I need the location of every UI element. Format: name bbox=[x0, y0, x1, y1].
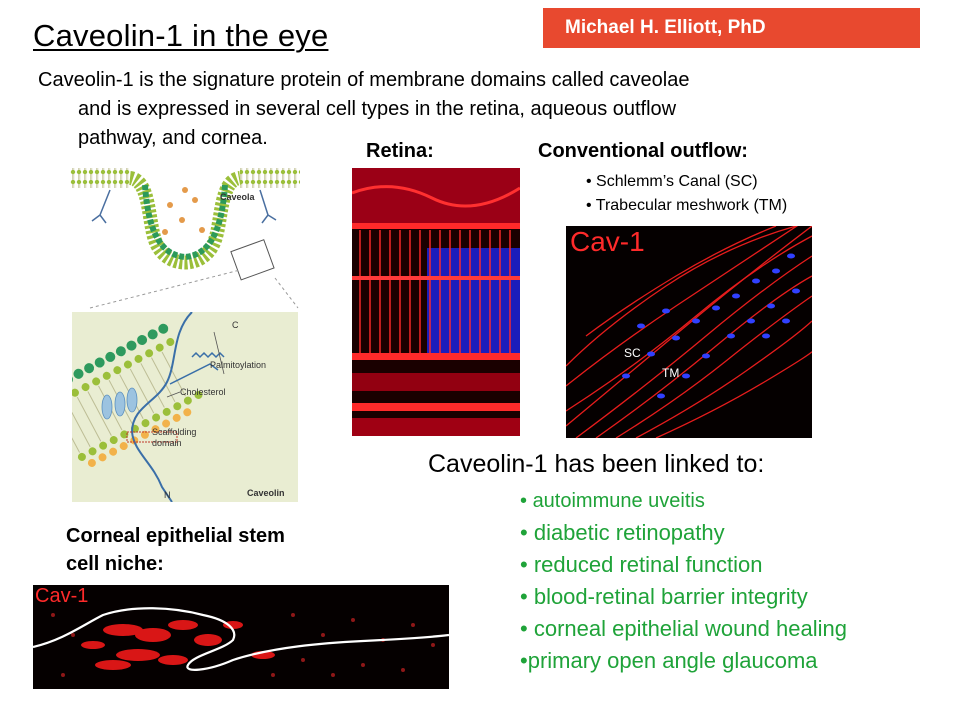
linked-list: • autoimmune uveitis • diabetic retinopa… bbox=[520, 485, 847, 677]
tm-label: TM bbox=[662, 366, 680, 380]
linked-item: • blood-retinal barrier integrity bbox=[520, 584, 808, 609]
linked-item: • reduced retinal function bbox=[520, 552, 763, 577]
sc-label: SC bbox=[624, 346, 641, 360]
caveolin-diagram: C Palmitoylation Cholesterol Scaffolding… bbox=[72, 312, 298, 502]
label-cholesterol: Cholesterol bbox=[180, 387, 226, 397]
tm-stain-label: Cav-1 bbox=[570, 226, 645, 257]
label-n: N bbox=[164, 490, 171, 500]
linked-item: • autoimmune uveitis bbox=[520, 490, 705, 512]
caveola-diagram: Caveola bbox=[70, 160, 300, 310]
corneal-label-line-2: cell niche: bbox=[66, 553, 164, 575]
linked-item: • diabetic retinopathy bbox=[520, 520, 725, 545]
label-scaffolding: Scaffolding domain bbox=[152, 427, 197, 448]
slide-title: Caveolin-1 in the eye bbox=[33, 18, 329, 53]
intro-line-3: pathway, and cornea. bbox=[78, 127, 268, 149]
retina-label: Retina: bbox=[366, 140, 434, 162]
linked-title: Caveolin-1 has been linked to: bbox=[428, 450, 765, 478]
label-caveolin: Caveolin bbox=[247, 488, 285, 498]
intro-line-1: Caveolin-1 is the signature protein of m… bbox=[38, 69, 690, 91]
retina-micrograph bbox=[352, 168, 520, 436]
label-c: C bbox=[232, 320, 239, 330]
caveola-label: Caveola bbox=[220, 192, 255, 202]
cornea-micrograph: Cav-1 bbox=[33, 585, 449, 689]
cornea-stain-label: Cav-1 bbox=[35, 585, 89, 607]
author-banner: Michael H. Elliott, PhD bbox=[543, 8, 920, 48]
corneal-label-line-1: Corneal epithelial stem bbox=[66, 525, 285, 547]
linked-item: •primary open angle glaucoma bbox=[520, 648, 818, 673]
outflow-micrograph: Cav-1 SC TM bbox=[566, 226, 812, 438]
linked-item: • corneal epithelial wound healing bbox=[520, 616, 847, 641]
outflow-label: Conventional outflow: bbox=[538, 140, 748, 162]
outflow-item: • Schlemm’s Canal (SC) bbox=[586, 173, 758, 190]
intro-paragraph: Caveolin-1 is the signature protein of m… bbox=[38, 66, 898, 153]
intro-line-2: and is expressed in several cell types i… bbox=[78, 98, 677, 120]
label-palmitoylation: Palmitoylation bbox=[210, 360, 267, 370]
corneal-label: Corneal epithelial stem cell niche: bbox=[66, 522, 285, 578]
outflow-item: • Trabecular meshwork (TM) bbox=[586, 197, 788, 214]
outflow-list: • Schlemm’s Canal (SC) • Trabecular mesh… bbox=[586, 170, 787, 218]
